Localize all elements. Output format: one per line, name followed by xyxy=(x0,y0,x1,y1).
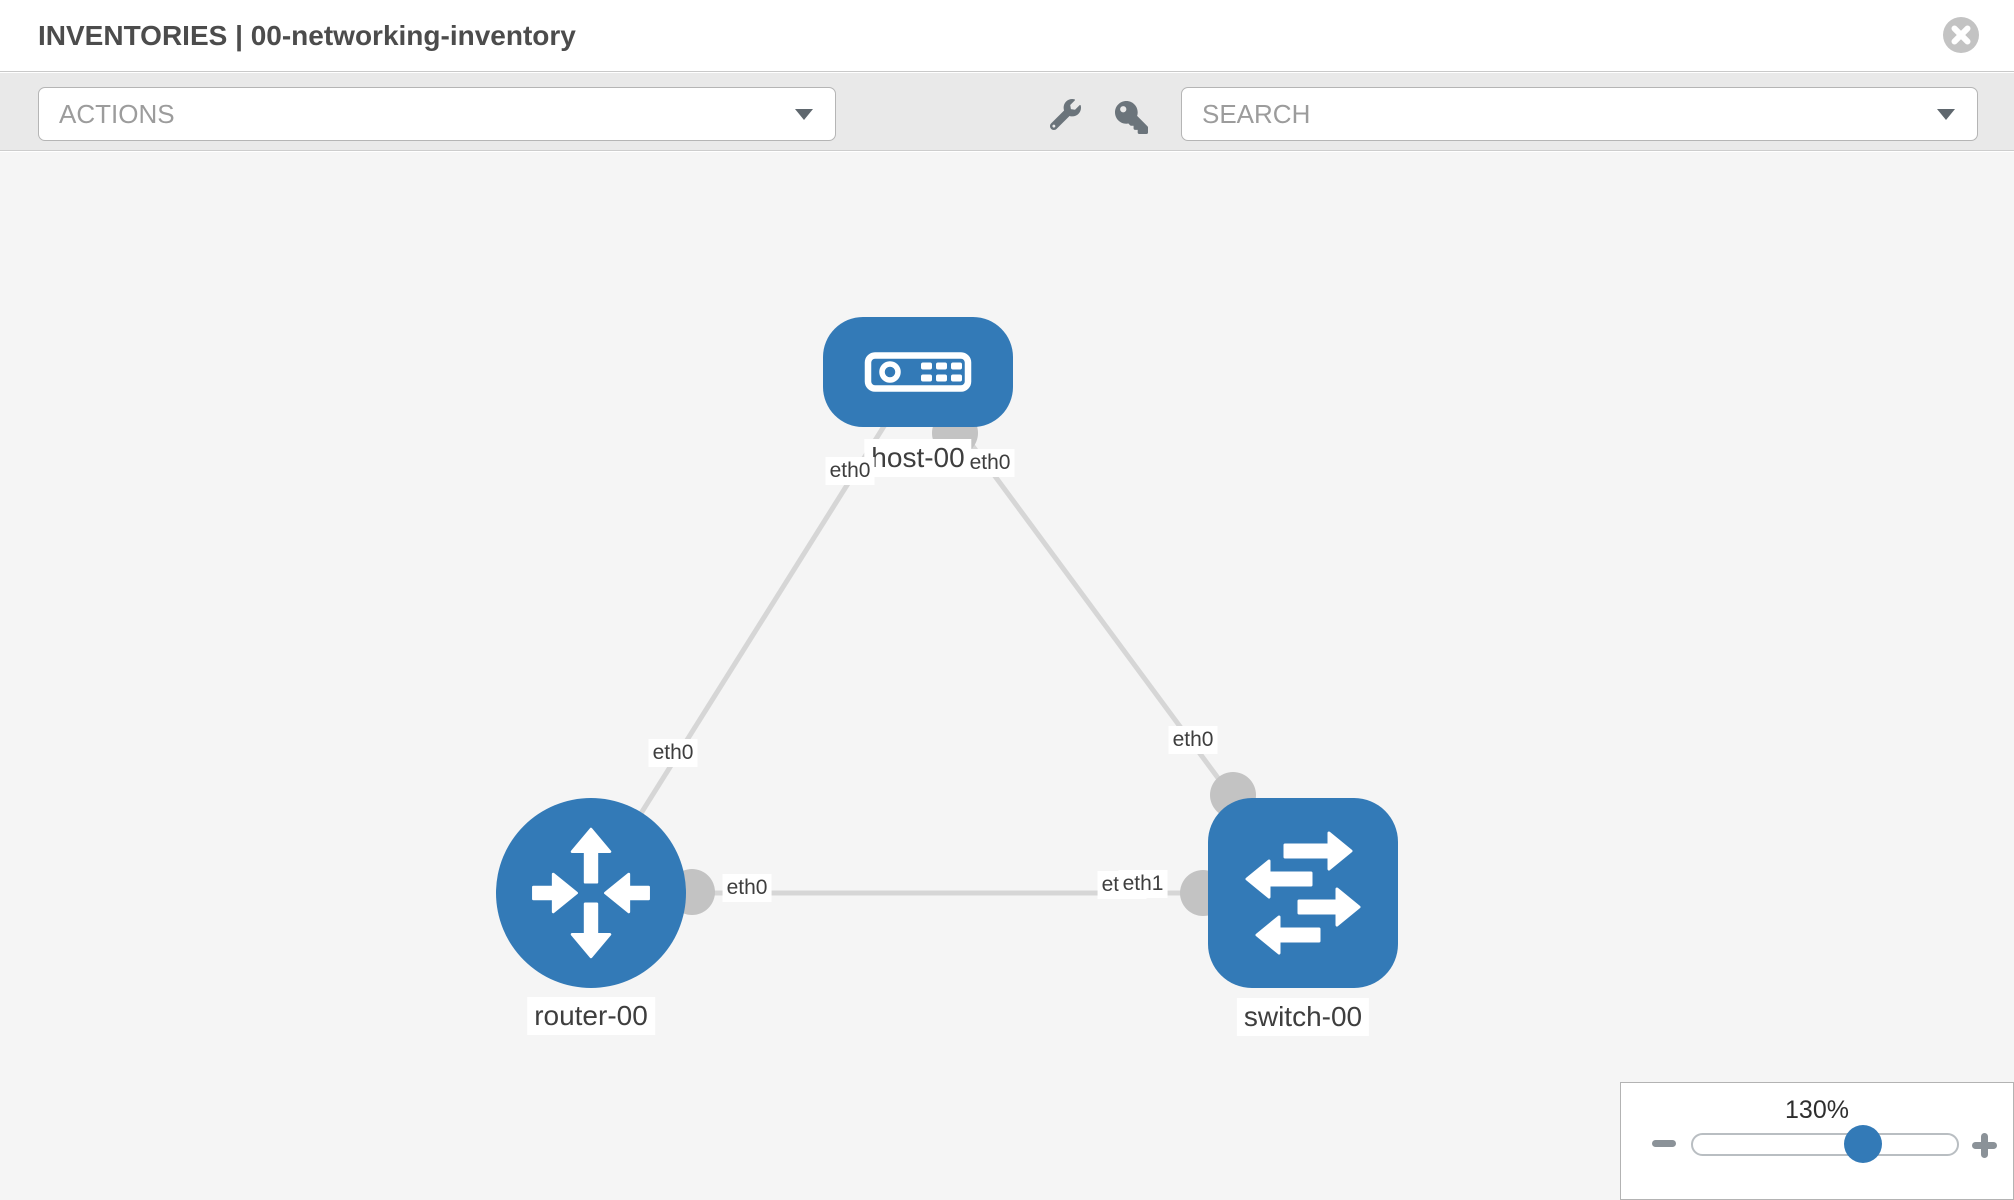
node-switch-00[interactable] xyxy=(1208,798,1398,988)
page-title: INVENTORIES | 00-networking-inventory xyxy=(38,19,576,51)
key-icon[interactable] xyxy=(1115,101,1148,134)
node-label-switch-00: switch-00 xyxy=(1236,998,1370,1036)
interface-label: eth1 xyxy=(1118,870,1168,898)
close-icon xyxy=(1943,17,1979,53)
zoom-slider-thumb[interactable] xyxy=(1844,1125,1882,1163)
search-dropdown[interactable]: SEARCH xyxy=(1181,87,1978,141)
wrench-icon[interactable] xyxy=(1049,99,1081,131)
zoom-out-button[interactable] xyxy=(1652,1140,1676,1147)
node-label-router-00: router-00 xyxy=(527,997,655,1035)
toolbar: ACTIONS SEARCH xyxy=(0,73,2014,151)
node-layer: host-00 router-00 switch-00 eth0 eth0 eth0 eth… xyxy=(0,152,2014,1200)
router-icon xyxy=(532,827,650,959)
close-button[interactable] xyxy=(1942,16,1980,54)
interface-label: eth0 xyxy=(825,457,875,485)
node-label-host-00: host-00 xyxy=(864,439,972,477)
interface-label: eth0 xyxy=(965,449,1015,477)
node-host-00[interactable] xyxy=(823,317,1013,427)
actions-dropdown[interactable]: ACTIONS xyxy=(38,87,836,141)
zoom-level: 130% xyxy=(1785,1096,1849,1124)
actions-dropdown-label: ACTIONS xyxy=(59,98,175,129)
chevron-down-icon xyxy=(1937,108,1955,120)
zoom-in-button[interactable] xyxy=(1972,1133,1997,1158)
zoom-slider[interactable] xyxy=(1691,1133,1959,1156)
zoom-panel: 130% xyxy=(1620,1082,2014,1200)
host-icon xyxy=(864,352,972,392)
topology-canvas[interactable]: host-00 router-00 switch-00 eth0 eth0 eth0 eth… xyxy=(0,152,2014,1200)
header: INVENTORIES | 00-networking-inventory xyxy=(0,0,2014,72)
chevron-down-icon xyxy=(795,108,813,120)
interface-label: eth0 xyxy=(1168,726,1218,754)
interface-label: eth0 xyxy=(648,739,698,767)
search-dropdown-label: SEARCH xyxy=(1202,98,1311,129)
node-router-00[interactable] xyxy=(496,798,686,988)
interface-label: eth0 xyxy=(722,874,772,902)
switch-icon xyxy=(1245,831,1361,955)
